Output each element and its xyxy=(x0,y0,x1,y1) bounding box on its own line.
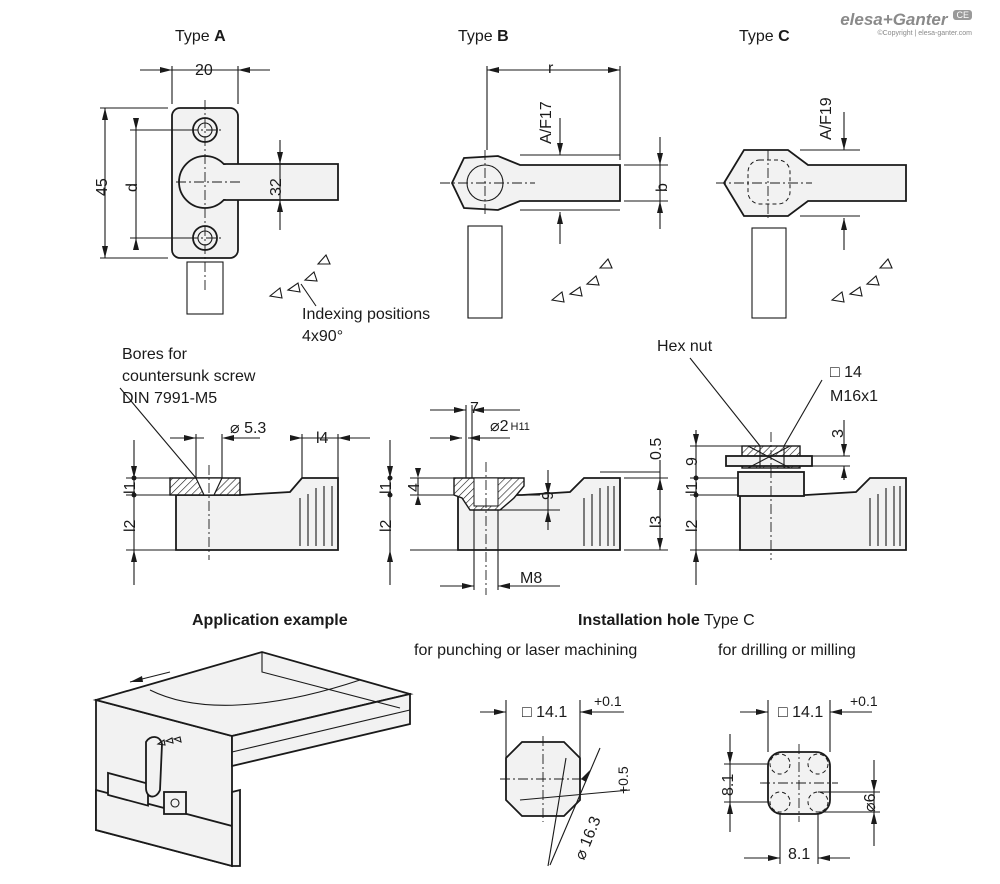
type-a-header: Type A xyxy=(175,28,226,46)
dim-a-width: 20 xyxy=(195,62,213,79)
dim-b-r: r xyxy=(548,60,554,77)
dim-b-l3: l3 xyxy=(648,515,665,528)
dim-a-32: 32 xyxy=(268,178,285,196)
dim-c-14: □ 14 xyxy=(830,364,862,381)
dim-l4: l4 xyxy=(316,430,329,447)
install-left-tol01: +0.1 xyxy=(594,693,622,709)
installation-title-bold: Installation hole xyxy=(578,612,700,629)
type-c-prefix: Type xyxy=(739,28,779,45)
type-c-header: Type C xyxy=(739,28,790,46)
dim-b-05: 0.5 xyxy=(648,437,665,460)
install-right-81-vertical: 8.1 xyxy=(720,773,737,796)
installation-right-caption: for drilling or milling xyxy=(718,642,856,659)
dim-b-l2: l2 xyxy=(378,519,395,532)
installation-left-caption: for punching or laser machining xyxy=(414,642,638,659)
bores-note-line1: Bores for xyxy=(122,346,187,363)
brand-copyright: ©Copyright | elesa-ganter.com xyxy=(877,30,972,37)
dim-c-l1: l1 xyxy=(684,481,701,494)
dim-b-l1: l1 xyxy=(378,481,395,494)
dim-b-9: 9 xyxy=(540,491,557,500)
dim-c-m16: M16x1 xyxy=(830,388,879,405)
install-left-tol05: +0.5 xyxy=(615,766,631,794)
brand-name: elesa+Ganter xyxy=(840,10,948,29)
dim-b-7: 7 xyxy=(470,400,479,417)
bores-note-line3: DIN 7991-M5 xyxy=(122,390,218,407)
hex-nut-note: Hex nut xyxy=(657,338,713,355)
install-right-tol01: +0.1 xyxy=(850,693,878,709)
installation-title-type: Type C xyxy=(699,612,755,629)
bores-note-line2: countersunk screw xyxy=(122,368,256,385)
dim-b-m8: M8 xyxy=(520,570,543,587)
dim-b-d2-tolerance: H11 xyxy=(510,421,530,433)
dim-b-4: 4 xyxy=(406,483,423,492)
type-a-prefix: Type xyxy=(175,28,215,45)
dim-b-b: b xyxy=(654,183,671,192)
install-right-square: □ 14.1 xyxy=(778,704,824,721)
dim-c-9: 9 xyxy=(684,457,701,466)
type-b-top-view xyxy=(440,66,668,319)
type-b-letter: B xyxy=(497,28,509,45)
dim-b-d2-value: ⌀2 xyxy=(490,418,509,435)
installation-title: Installation hole Type C xyxy=(578,612,755,630)
type-b-prefix: Type xyxy=(458,28,498,45)
ce-badge: CE xyxy=(953,10,972,20)
application-example-illustration xyxy=(92,651,414,868)
type-a-side-view xyxy=(119,387,370,585)
type-b-side-view xyxy=(387,405,668,595)
installation-hole-punching xyxy=(480,700,631,867)
dim-b-af: A/F17 xyxy=(538,101,555,144)
indexing-note-line2: 4x90° xyxy=(302,328,344,345)
dim-a-d: d xyxy=(124,183,141,192)
installation-hole-drilling xyxy=(724,700,880,864)
dim-bores-diameter: ⌀ 5.3 xyxy=(230,420,267,437)
brand-logo: elesa+Ganter CE ©Copyright | elesa-ganter… xyxy=(840,10,972,37)
dim-c-3: 3 xyxy=(830,429,847,438)
dim-c-af: A/F19 xyxy=(818,97,835,140)
type-c-letter: C xyxy=(778,28,790,45)
type-c-side-view xyxy=(689,357,907,585)
install-left-square: □ 14.1 xyxy=(522,704,568,721)
dim-a-height: 45 xyxy=(94,178,111,196)
install-right-81-horizontal: 8.1 xyxy=(788,846,811,863)
type-a-letter: A xyxy=(214,28,226,45)
type-c-top-view xyxy=(716,112,907,319)
dim-a-l1: l1 xyxy=(122,481,139,494)
type-a-top-view xyxy=(100,66,339,315)
dim-a-l2: l2 xyxy=(122,519,139,532)
dim-c-l2: l2 xyxy=(684,519,701,532)
install-right-d6: ⌀6 xyxy=(862,793,879,812)
indexing-note-line1: Indexing positions xyxy=(302,306,431,323)
type-b-header: Type B xyxy=(458,28,509,46)
application-title: Application example xyxy=(192,612,348,629)
